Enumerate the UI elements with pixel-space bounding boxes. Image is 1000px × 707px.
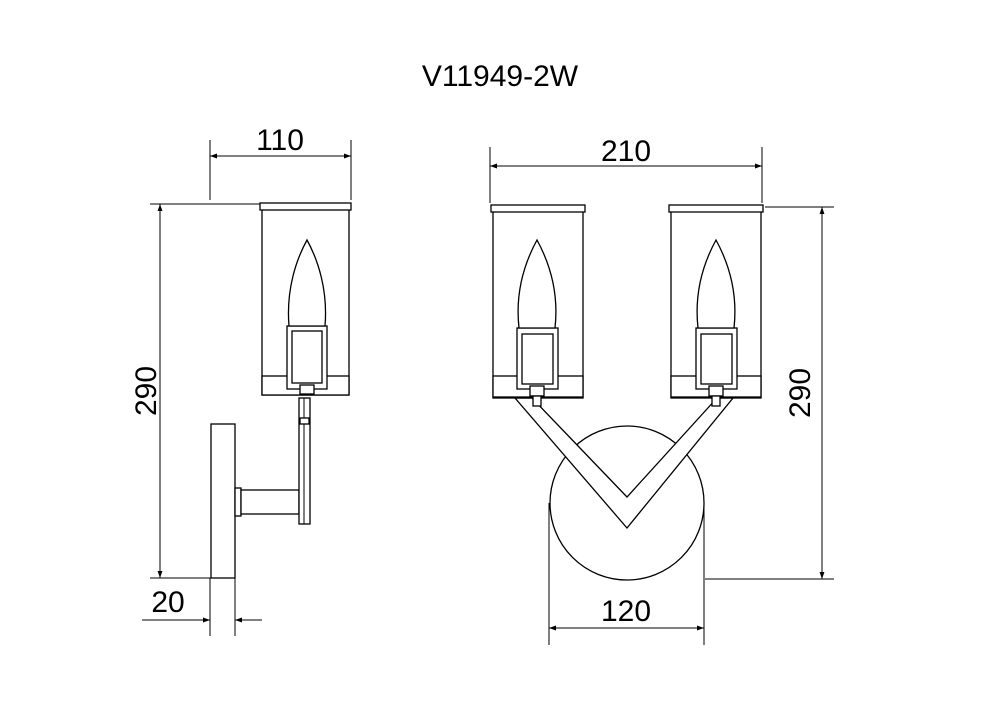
front-height-label: 290 [784, 368, 817, 418]
side-dimensions: 110 290 20 [130, 124, 352, 636]
front-dimensions: 210 290 120 [489, 135, 834, 645]
side-height-label: 290 [130, 366, 163, 416]
front-base-label: 120 [601, 595, 651, 628]
side-width-label: 110 [256, 124, 304, 157]
front-view [490, 204, 764, 581]
side-depth-label: 20 [151, 586, 184, 619]
side-view [210, 202, 352, 579]
model-title: V11949-2W [422, 60, 579, 93]
front-width-label: 210 [601, 135, 651, 168]
